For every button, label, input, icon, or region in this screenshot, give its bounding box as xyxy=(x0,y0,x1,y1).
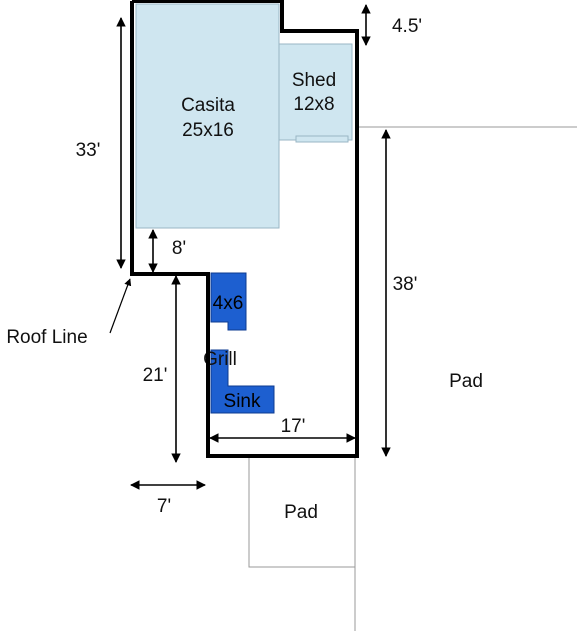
casita-name: Casita xyxy=(181,95,235,116)
dim-left-height-label: 33' xyxy=(76,140,101,161)
pad-outlines xyxy=(248,126,577,631)
dim-step-width-label: 7' xyxy=(157,496,171,517)
roof-line-leader xyxy=(109,278,132,334)
pad-bottom-label: Pad xyxy=(284,502,318,523)
counter-top-label: 4x6 xyxy=(213,293,244,314)
casita-room[interactable] xyxy=(135,3,280,229)
outer-wall xyxy=(130,0,359,458)
dim-top-offset-label: 4.5' xyxy=(392,16,422,37)
counter-top-block[interactable] xyxy=(210,272,247,331)
shed-name: Shed xyxy=(292,70,336,91)
counter-middle-label: Grill xyxy=(203,349,237,370)
dimension-lines xyxy=(109,4,391,490)
pad-bottom-outline xyxy=(248,458,355,568)
counter-bottom-block[interactable] xyxy=(210,349,275,414)
dim-right-height-label: 38' xyxy=(393,274,418,295)
roof-line-label: Roof Line xyxy=(6,327,87,348)
shed-size: 12x8 xyxy=(293,94,334,115)
counter-bottom-label: Sink xyxy=(224,391,261,412)
pad-right-label: Pad xyxy=(449,371,483,392)
shed-door xyxy=(295,135,349,143)
shed-room[interactable] xyxy=(278,43,353,141)
dim-step-height-label: 8' xyxy=(172,238,186,259)
dim-inner-width-label: 17' xyxy=(281,416,306,437)
dim-lower-height-label: 21' xyxy=(143,365,168,386)
casita-size: 25x16 xyxy=(182,120,234,141)
